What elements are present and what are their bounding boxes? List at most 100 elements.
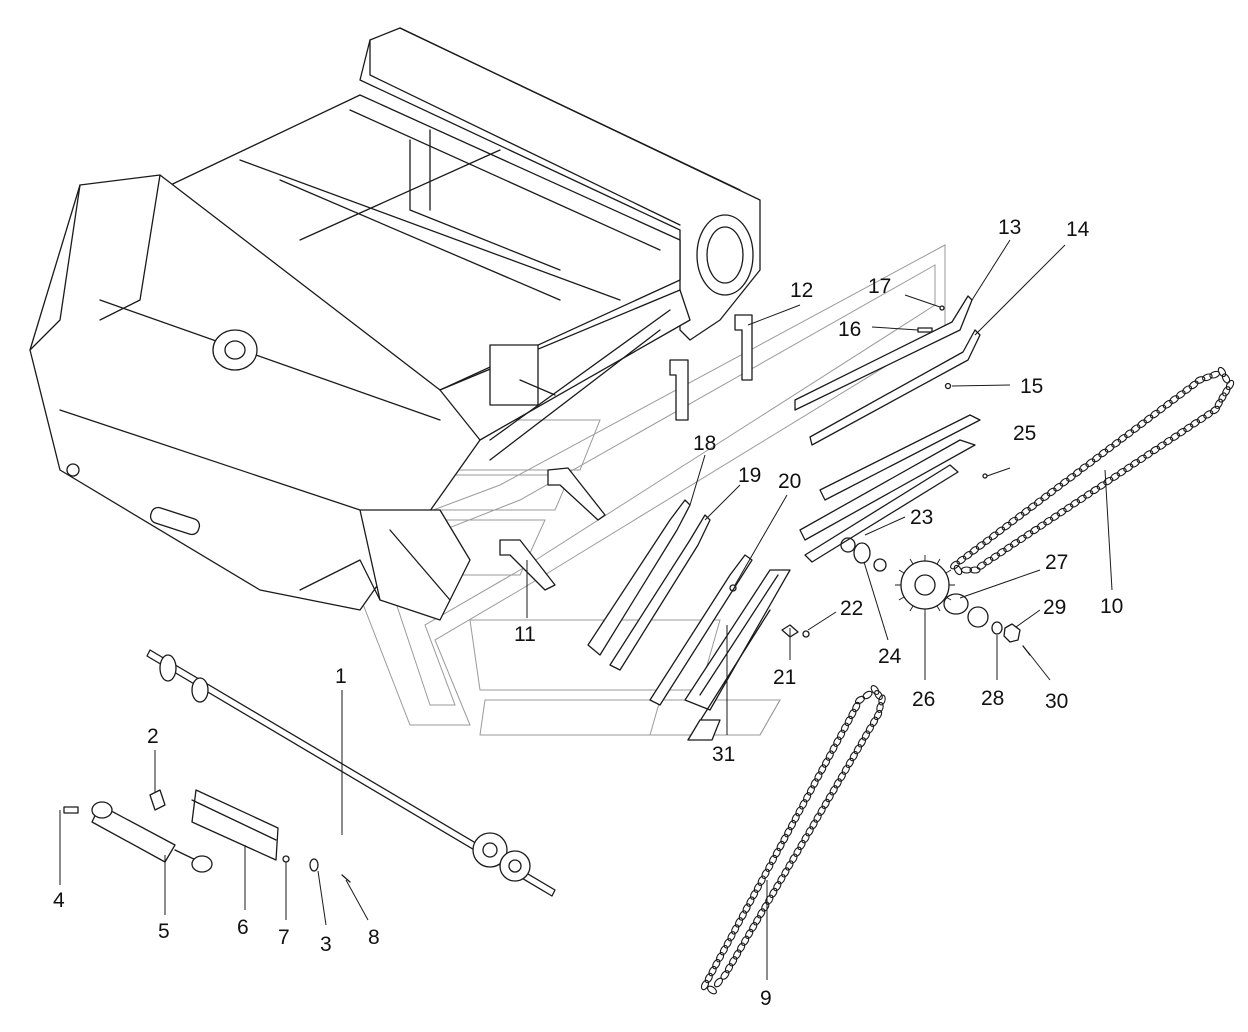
chain-link: [1103, 476, 1114, 486]
part-15-bolt: [944, 382, 952, 390]
chain-link: [749, 889, 759, 900]
drum-end-cap: [696, 214, 754, 296]
part-1-shaft: [146, 649, 556, 897]
chain-link: [785, 860, 794, 871]
chain-link: [1194, 376, 1206, 384]
part-18-19-guides: [587, 499, 753, 706]
part-26-sprocket: [895, 555, 955, 615]
chain-link: [852, 701, 861, 713]
chain-link: [854, 695, 866, 705]
part-17-washer: [939, 305, 945, 311]
chain-link: [805, 826, 814, 837]
callout-11: 11: [514, 623, 536, 646]
chain-link: [769, 887, 778, 899]
part-2-clip: [149, 789, 166, 811]
chain-link: [1188, 380, 1199, 390]
chain-link: [728, 956, 738, 967]
chain-link: [1003, 543, 1014, 553]
chain-link: [878, 694, 886, 706]
chain-link: [707, 985, 717, 995]
chain-link: [1078, 463, 1089, 472]
chain-link: [777, 874, 786, 885]
chain-link: [1221, 373, 1231, 384]
chain-link: [700, 979, 710, 991]
chain-link: [1182, 385, 1193, 395]
callout-labels: 1 2 3 4 5 6 7 8 9 10 11 12 13 14 15 16 1…: [53, 216, 1123, 1010]
chain-link: [848, 708, 857, 720]
callout-25: 25: [1013, 422, 1036, 445]
chain-link: [995, 526, 1006, 536]
chain-link: [1162, 399, 1173, 409]
chain-link: [753, 882, 763, 893]
chain-link: [1056, 507, 1067, 517]
parts-2-to-8: [63, 789, 351, 883]
callout-15: 15: [1020, 375, 1043, 398]
chain-link: [1169, 432, 1181, 441]
chain-link: [810, 778, 819, 789]
callout-1: 1: [335, 665, 347, 688]
callout-19: 19: [738, 464, 761, 487]
chain-link: [1076, 494, 1087, 504]
chain-link: [1116, 467, 1127, 477]
callout-18: 18: [693, 432, 716, 455]
chain-link: [869, 716, 879, 727]
callout-30: 30: [1045, 690, 1068, 713]
callout-26: 26: [912, 688, 935, 711]
chain-link: [1169, 395, 1180, 404]
chain-link: [809, 819, 818, 830]
part-11-brackets: [499, 467, 606, 591]
chain-link: [1069, 499, 1081, 508]
chain-link: [829, 785, 838, 796]
part-27-bush: [943, 593, 969, 615]
chain-link: [719, 945, 729, 956]
chain-link: [996, 547, 1007, 557]
chain-link: [1156, 441, 1167, 450]
chain-link: [874, 690, 883, 700]
part-24-bearing: [853, 542, 871, 564]
chain-link: [1209, 405, 1221, 415]
callout-21: 21: [773, 666, 796, 689]
callout-2: 2: [147, 725, 159, 748]
chain-link: [1072, 468, 1083, 477]
callout-24: 24: [878, 645, 902, 668]
chain-link: [821, 757, 831, 768]
chain-link: [1033, 497, 1044, 507]
callout-13: 13: [998, 216, 1021, 239]
part-23-rails: [799, 414, 981, 563]
chain-link: [861, 730, 871, 741]
chain-link: [713, 977, 724, 988]
chain-link: [1023, 530, 1034, 539]
callout-31: 31: [712, 743, 735, 766]
part-3-circlip: [309, 858, 319, 872]
chain-link: [1036, 521, 1047, 530]
chain-link: [1175, 390, 1186, 399]
chain-link: [784, 826, 793, 838]
chain-link: [833, 778, 842, 789]
chain-link: [757, 875, 766, 886]
callout-16: 16: [838, 318, 861, 341]
chain-link: [1083, 490, 1094, 499]
chain-link: [1020, 507, 1031, 516]
part-28-bearing: [967, 606, 989, 628]
chain-link: [833, 736, 842, 747]
callout-7: 7: [278, 926, 290, 949]
chain-link: [845, 757, 854, 769]
chain-link: [836, 729, 846, 740]
chain-link: [1218, 392, 1227, 403]
chain-link: [1040, 492, 1051, 502]
chain-link: [776, 840, 785, 852]
chain-link: [742, 903, 751, 914]
part-24-circlip: [840, 537, 856, 553]
chain-link: [1049, 512, 1061, 521]
slot-cover: [149, 506, 201, 536]
chain-link: [870, 685, 880, 695]
chain-link: [829, 743, 838, 754]
chain-link: [1163, 436, 1174, 446]
chain-link: [1098, 448, 1109, 458]
chain-link: [865, 723, 875, 734]
part-4-pin: [63, 806, 79, 814]
chain-link: [818, 764, 827, 775]
chain-link: [1136, 454, 1147, 464]
chain-link: [1143, 450, 1154, 459]
chain-link: [708, 965, 717, 977]
